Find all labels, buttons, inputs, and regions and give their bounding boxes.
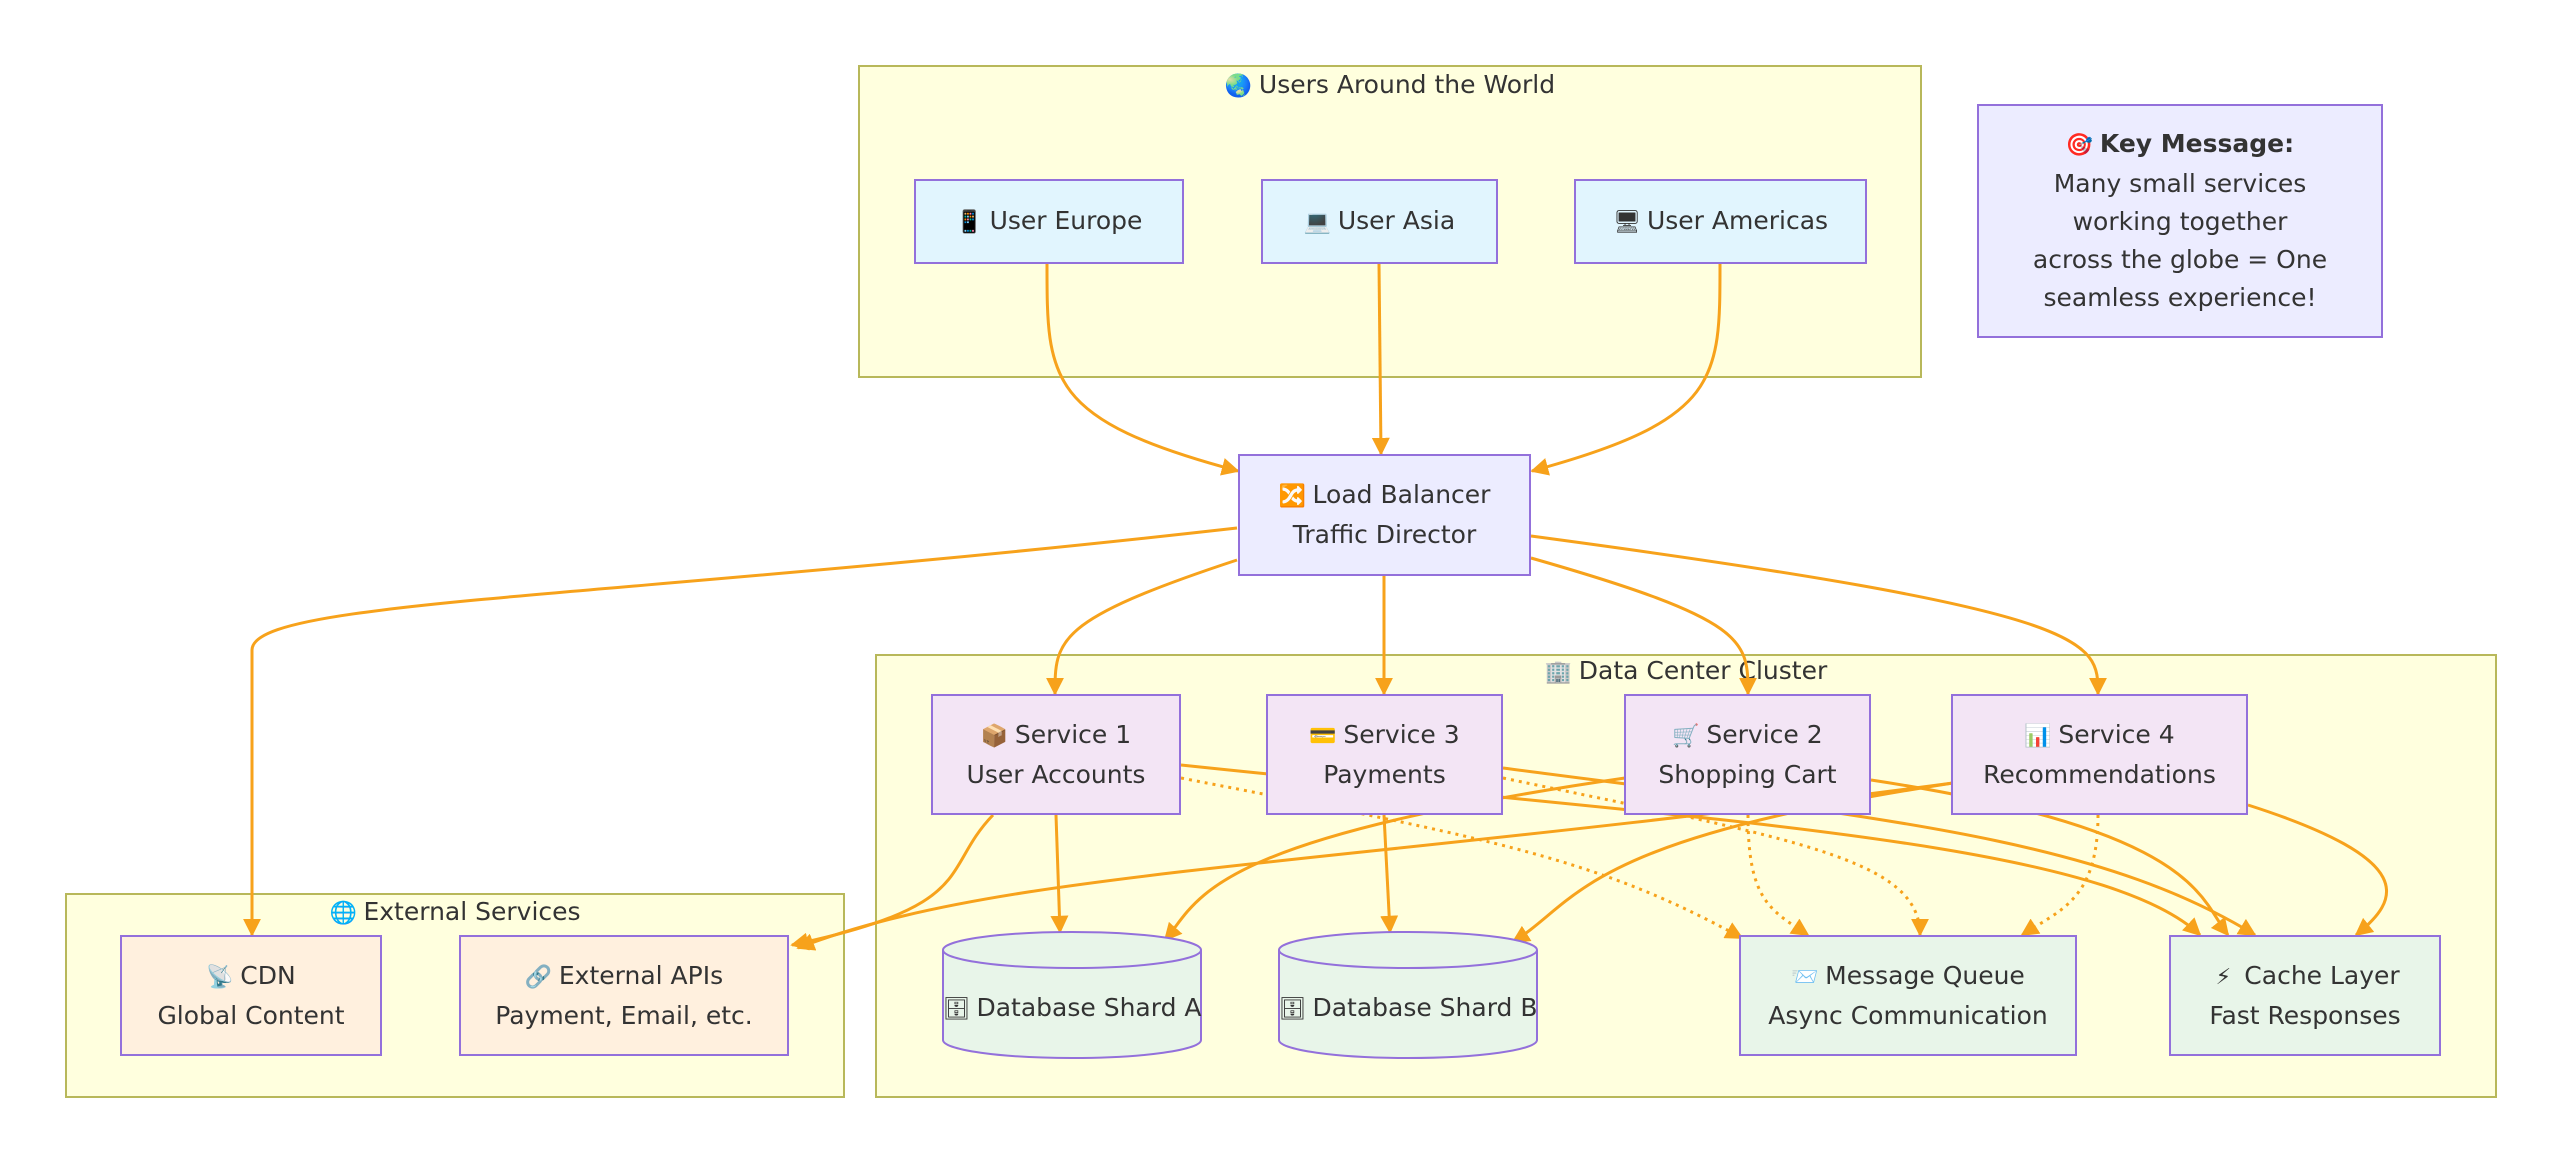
chart-icon: 📊 bbox=[2024, 723, 2052, 749]
database-shard-b[interactable]: 🗄Database Shard B bbox=[1277, 930, 1539, 1062]
laptop-icon: 💻 bbox=[1303, 209, 1332, 235]
note-line-4: seamless experience! bbox=[2043, 283, 2317, 312]
edge-s2-mq bbox=[1746, 814, 1810, 937]
service-1-subtitle: User Accounts bbox=[966, 759, 1146, 789]
external-apis-title: External APIs bbox=[558, 960, 724, 990]
dc-cluster-title: 🏢Data Center Cluster bbox=[877, 656, 2495, 688]
service-2-subtitle: Shopping Cart bbox=[1658, 759, 1837, 789]
cdn-node[interactable]: 📡CDN Global Content bbox=[120, 935, 382, 1056]
note-line-1: Many small services bbox=[2053, 169, 2307, 198]
phone-icon: 📱 bbox=[955, 209, 983, 235]
service-2-title: Service 2 bbox=[1706, 719, 1823, 749]
edge-lb-cdn bbox=[243, 526, 1238, 937]
envelope-icon: 📨 bbox=[1791, 964, 1819, 990]
cdn-subtitle: Global Content bbox=[157, 1000, 345, 1030]
service-3-subtitle: Payments bbox=[1323, 759, 1446, 789]
external-cluster-title: 🌐External Services bbox=[67, 897, 843, 929]
edge-lb-s4 bbox=[1530, 534, 2107, 696]
edge-europe-lb bbox=[1045, 263, 1240, 476]
target-icon: 🎯 bbox=[2065, 133, 2094, 158]
edge-s1-dba bbox=[1050, 814, 1069, 934]
user-asia-node[interactable]: 💻User Asia bbox=[1261, 179, 1498, 264]
cache-layer-title: Cache Layer bbox=[2244, 960, 2400, 990]
service-4-title: Service 4 bbox=[2058, 719, 2175, 749]
edge-s3-dbb bbox=[1380, 814, 1399, 934]
edge-lb-s1 bbox=[1046, 558, 1238, 696]
lb-line-2: Traffic Director bbox=[1292, 520, 1477, 549]
key-message-note: 🎯Key Message: Many small services workin… bbox=[1977, 104, 2383, 338]
database-shard-a[interactable]: 🗄Database Shard A bbox=[941, 930, 1203, 1062]
edge-s4-mq bbox=[2020, 814, 2100, 937]
shuffle-icon: 🔀 bbox=[1278, 484, 1306, 509]
service-2-node[interactable]: 🛒Service 2 Shopping Cart bbox=[1624, 694, 1871, 815]
edge-s1-mq bbox=[1180, 776, 1744, 940]
note-line-3: across the globe = One bbox=[2032, 245, 2328, 274]
edge-s3-mq bbox=[1502, 776, 1929, 937]
edge-lb-s2 bbox=[1530, 556, 1757, 696]
note-line-2: working together bbox=[2072, 207, 2288, 236]
cylinder-shape-b bbox=[1278, 931, 1538, 1059]
message-queue-title: Message Queue bbox=[1825, 960, 2025, 990]
service-1-node[interactable]: 📦Service 1 User Accounts bbox=[931, 694, 1181, 815]
external-apis-node[interactable]: 🔗External APIs Payment, Email, etc. bbox=[459, 935, 789, 1056]
load-balancer-node[interactable]: 🔀Load Balancer Traffic Director bbox=[1238, 454, 1531, 576]
note-heading: 🎯Key Message: bbox=[2066, 125, 2294, 165]
edge-asia-lb bbox=[1371, 263, 1390, 456]
cache-layer-subtitle: Fast Responses bbox=[2209, 1000, 2401, 1030]
edge-s4-cache bbox=[2247, 803, 2388, 937]
credit-card-icon: 💳 bbox=[1309, 723, 1337, 749]
globe-icon: 🌏 bbox=[1224, 74, 1253, 99]
user-americas-label: User Americas bbox=[1646, 205, 1829, 235]
user-europe-node[interactable]: 📱User Europe bbox=[914, 179, 1184, 264]
service-1-title: Service 1 bbox=[1014, 719, 1132, 749]
service-3-node[interactable]: 💳Service 3 Payments bbox=[1266, 694, 1503, 815]
database-shard-b-label: Database Shard B bbox=[1312, 993, 1538, 1022]
service-4-node[interactable]: 📊Service 4 Recommendations bbox=[1951, 694, 2248, 815]
message-queue-subtitle: Async Communication bbox=[1768, 1000, 2048, 1030]
service-3-title: Service 3 bbox=[1343, 719, 1460, 749]
lb-line-1: Load Balancer bbox=[1312, 480, 1491, 509]
service-4-subtitle: Recommendations bbox=[1983, 759, 2216, 789]
cylinder-shape-a bbox=[942, 931, 1202, 1059]
cart-icon: 🛒 bbox=[1672, 723, 1700, 749]
satellite-icon: 📡 bbox=[206, 964, 234, 990]
message-queue-node[interactable]: 📨Message Queue Async Communication bbox=[1739, 935, 2077, 1056]
user-americas-node[interactable]: 🖥User Americas bbox=[1574, 179, 1867, 264]
internet-icon: 🌐 bbox=[329, 901, 357, 926]
database-icon: 🗄 bbox=[942, 997, 971, 1022]
link-icon: 🔗 bbox=[524, 964, 553, 990]
lightning-icon: ⚡ bbox=[2215, 964, 2232, 990]
database-icon: 🗄 bbox=[1278, 997, 1307, 1022]
user-asia-label: User Asia bbox=[1337, 205, 1456, 235]
desktop-icon: 🖥 bbox=[1612, 209, 1641, 235]
cdn-title: CDN bbox=[240, 960, 296, 990]
user-europe-label: User Europe bbox=[989, 205, 1143, 235]
building-icon: 🏢 bbox=[1544, 660, 1573, 685]
external-apis-subtitle: Payment, Email, etc. bbox=[495, 1000, 753, 1030]
database-shard-a-label: Database Shard A bbox=[976, 993, 1202, 1022]
cache-layer-node[interactable]: ⚡ Cache Layer Fast Responses bbox=[2169, 935, 2441, 1056]
edge-americas-lb bbox=[1530, 263, 1722, 476]
package-icon: 📦 bbox=[980, 723, 1009, 749]
edge-s1-apis bbox=[790, 813, 995, 951]
users-cluster-title: 🌏Users Around the World bbox=[860, 70, 1920, 102]
